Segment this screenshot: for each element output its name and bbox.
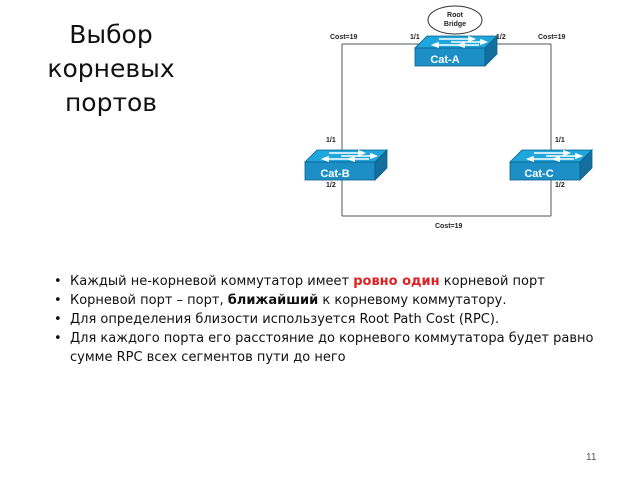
cost-bottom-label: Cost=19 [435, 223, 463, 230]
bullet-item: Для каждого порта его расстояние до корн… [50, 329, 610, 367]
bullet-text: Каждый не-корневой коммутатор имеет [70, 274, 354, 289]
port-a-left: 1/1 [410, 34, 420, 41]
port-a-right: 1/2 [496, 34, 506, 41]
port-c-bottom: 1/2 [555, 182, 565, 189]
title-line-3: портов [64, 88, 158, 117]
switch-cat-c-label: Cat-C [524, 168, 553, 180]
root-bridge-line-2: Bridge [444, 21, 466, 28]
port-b-bottom: 1/2 [326, 182, 336, 189]
port-c-top: 1/1 [555, 137, 565, 144]
root-bridge-line-1: Root [447, 12, 464, 19]
root-bridge-badge: Root Bridge [427, 5, 483, 35]
slide-title: Выбор корневых портов [46, 18, 176, 120]
page-number: 11 [586, 452, 597, 463]
switch-cat-a-label: Cat-A [430, 54, 459, 66]
switch-cat-b: Cat-B [304, 149, 388, 181]
title-line-2: корневых [47, 54, 175, 83]
bullet-text: Корневой порт – порт, [70, 293, 228, 308]
bullet-text: к корневому коммутатору. [318, 293, 507, 308]
network-diagram: Root Bridge Cat-A Cat-B Cat-C Cost=19 Co… [304, 5, 593, 230]
switch-cat-a: Cat-A [414, 35, 498, 67]
bullet-text: Для каждого порта его расстояние до корн… [70, 331, 594, 365]
bullet-highlight: ровно один [353, 274, 440, 289]
cost-right-label: Cost=19 [538, 34, 566, 41]
port-b-top: 1/1 [326, 137, 336, 144]
bullet-item: Каждый не-корневой коммутатор имеет ровн… [50, 272, 610, 291]
bullet-text: Для определения близости используется Ro… [70, 312, 500, 327]
bullet-bold: ближайший [227, 293, 319, 308]
bullet-item: Корневой порт – порт, ближайший к корнев… [50, 291, 610, 310]
links [341, 43, 552, 217]
switch-cat-c: Cat-C [509, 149, 593, 181]
bullet-item: Для определения близости используется Ro… [50, 310, 610, 329]
switch-cat-b-label: Cat-B [320, 168, 349, 180]
bullet-list: Каждый не-корневой коммутатор имеет ровн… [50, 272, 610, 367]
bullet-text: корневой порт [439, 274, 545, 289]
cost-left-label: Cost=19 [330, 34, 358, 41]
title-line-1: Выбор [69, 20, 153, 49]
